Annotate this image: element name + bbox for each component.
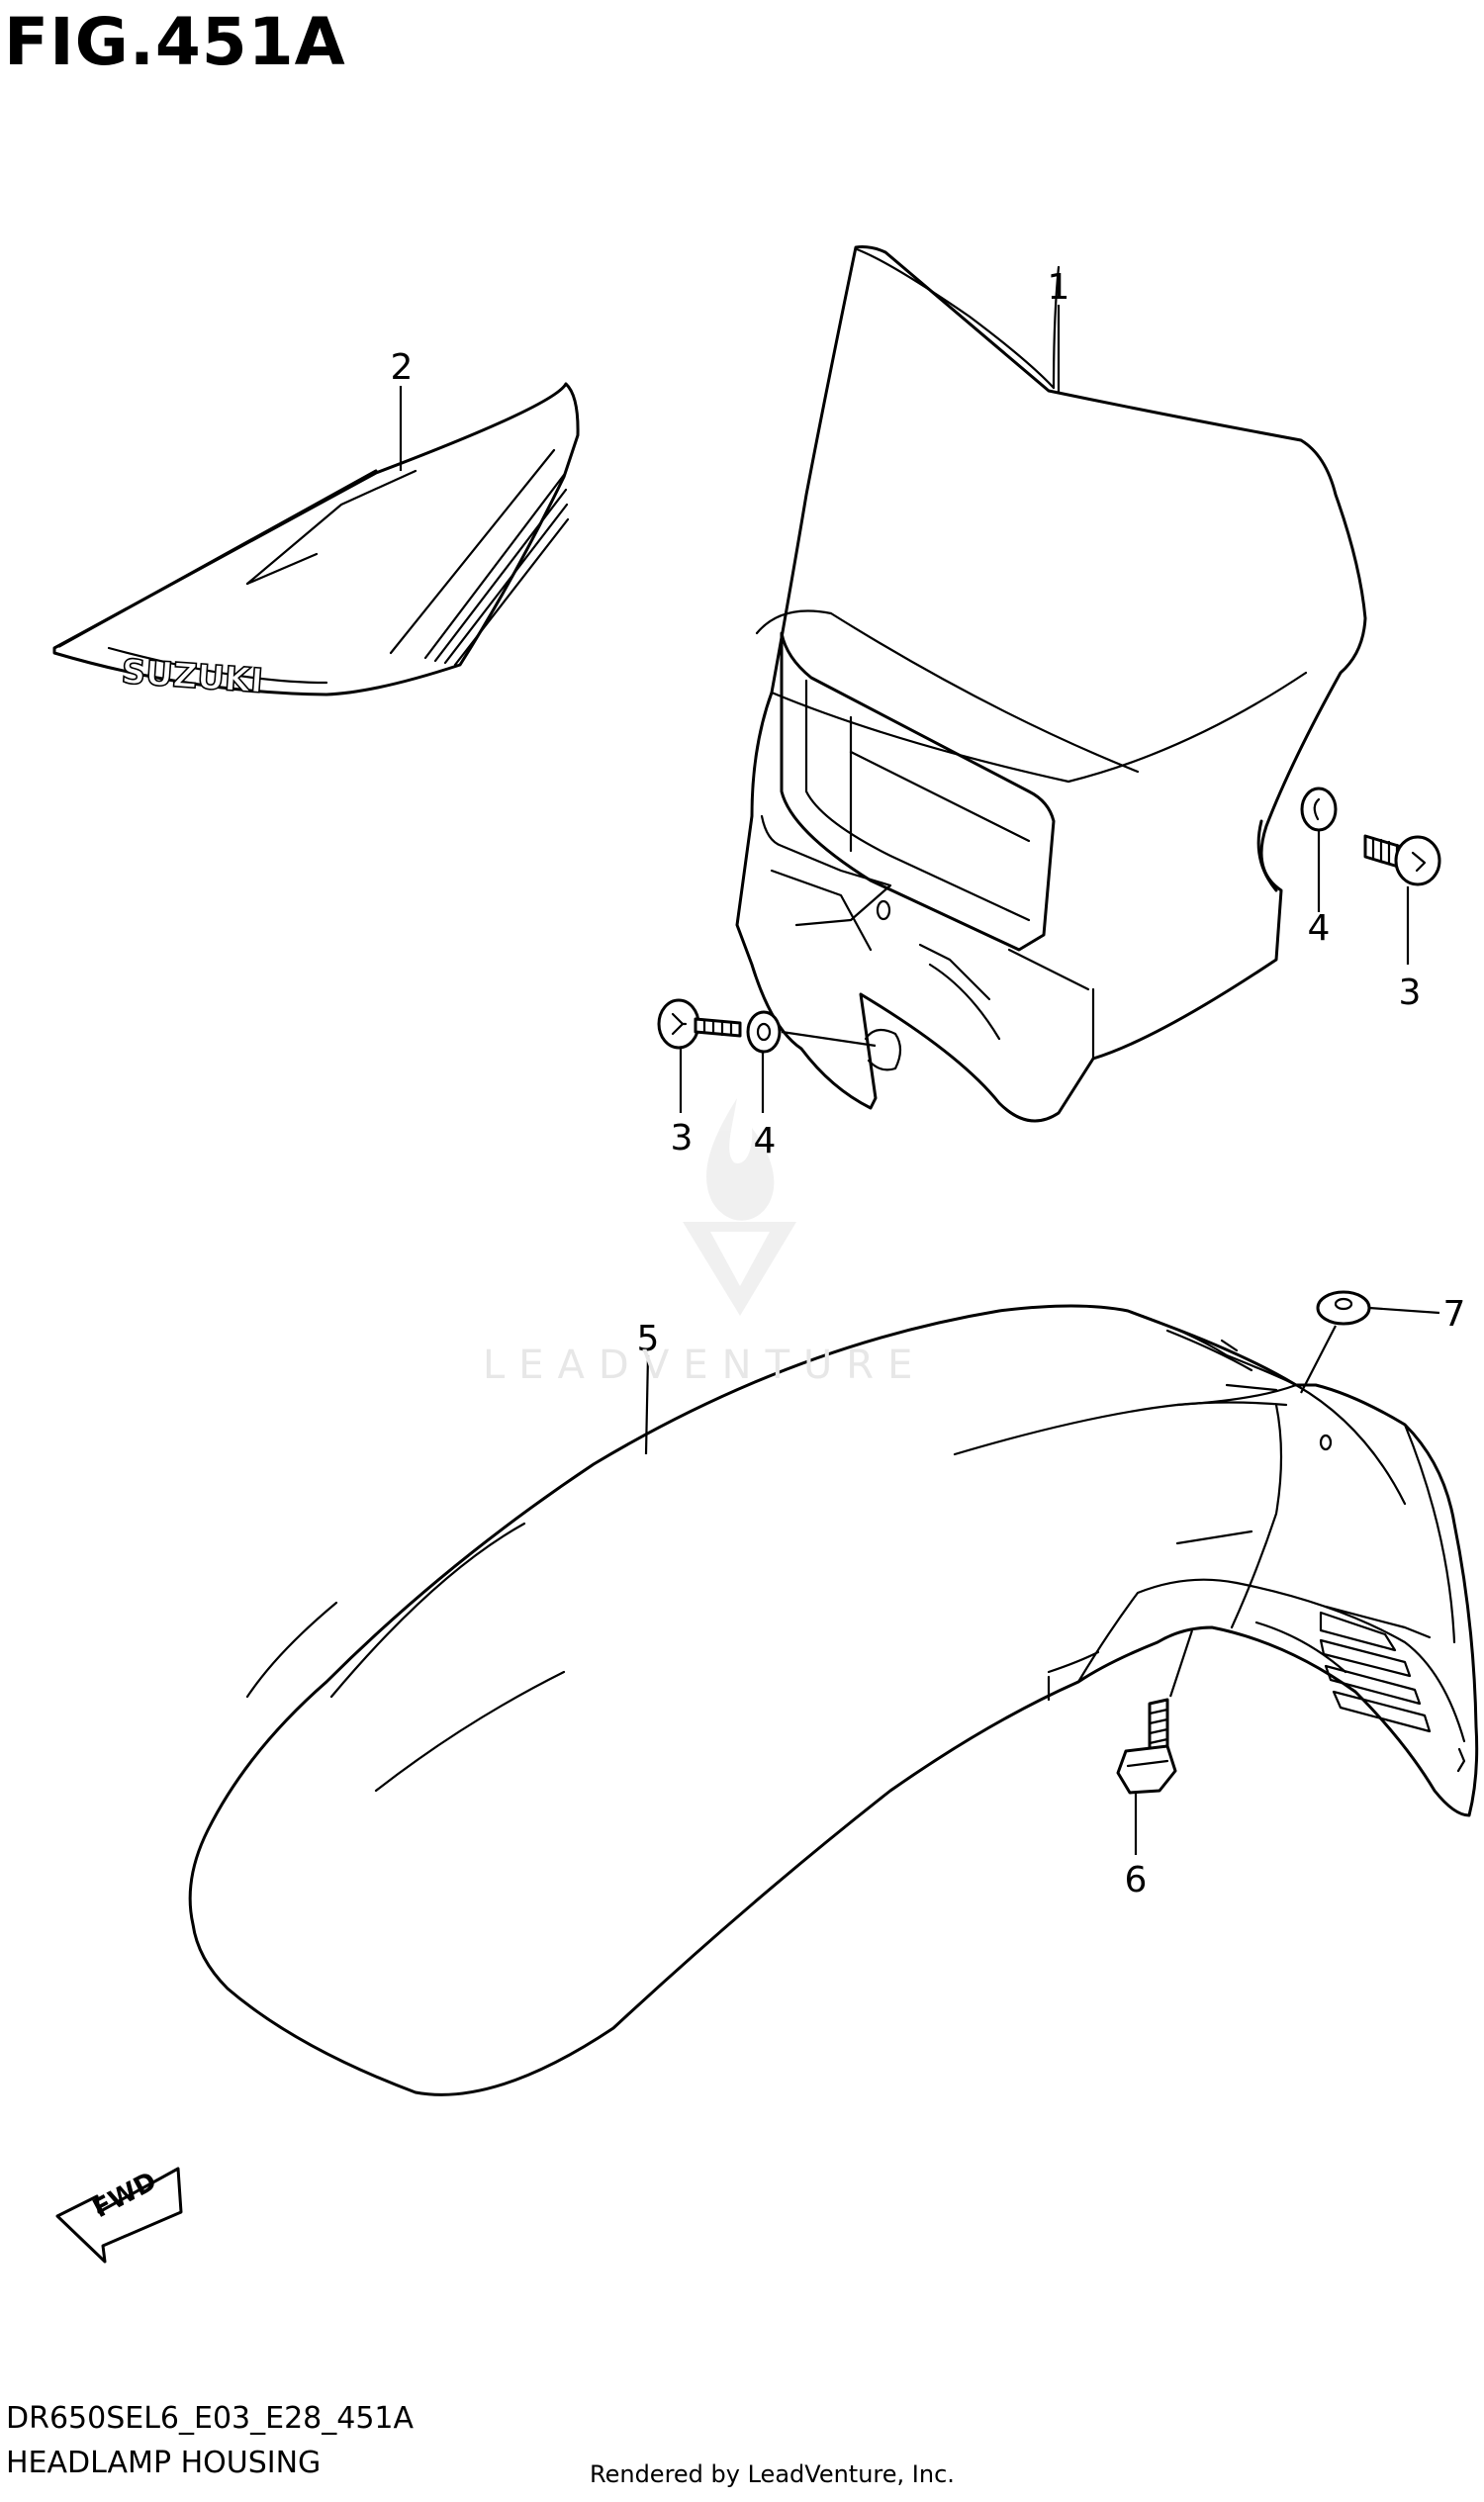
part-3-bolt-left[interactable] [657, 998, 742, 1050]
part-7-nut[interactable] [1316, 1290, 1371, 1326]
figure-title: FIG.451A [4, 4, 346, 80]
callout-3-left[interactable]: 3 [671, 1118, 694, 1158]
part-1-headlamp-housing[interactable] [735, 245, 1367, 1123]
callout-3-right[interactable]: 3 [1399, 973, 1422, 1013]
part-5-front-fender[interactable] [188, 1304, 1479, 2096]
callout-4-right[interactable]: 4 [1308, 908, 1331, 949]
callouts: 1 2 3 3 4 4 5 6 7 [391, 267, 1466, 1900]
watermark-text: LEADVENTURE [483, 1343, 927, 1388]
model-code: DR650SEL6_E03_E28_451A [6, 2401, 415, 2436]
callout-6[interactable]: 6 [1125, 1860, 1148, 1900]
part-4-washer-left[interactable] [746, 1010, 782, 1054]
fwd-arrow: FWD [55, 2167, 183, 2264]
leadventure-watermark-logo [683, 1098, 796, 1316]
callout-2[interactable]: 2 [391, 347, 414, 388]
rendered-by-credit: Rendered by LeadVenture, Inc. [590, 2460, 955, 2488]
section-name: HEADLAMP HOUSING [6, 2446, 322, 2480]
callout-5[interactable]: 5 [637, 1319, 660, 1359]
callout-4-left[interactable]: 4 [754, 1121, 777, 1161]
leader-lines [399, 305, 1440, 1855]
callout-7[interactable]: 7 [1443, 1294, 1466, 1335]
part-6-bolt[interactable] [1116, 1698, 1177, 1795]
part-4-washer-right[interactable] [1300, 787, 1338, 832]
part-3-bolt-right[interactable] [1363, 834, 1441, 886]
callout-1[interactable]: 1 [1048, 267, 1070, 308]
decal-suzuki-text: SUZUKI [120, 652, 264, 701]
part-2-decal[interactable]: SUZUKI [52, 382, 580, 702]
